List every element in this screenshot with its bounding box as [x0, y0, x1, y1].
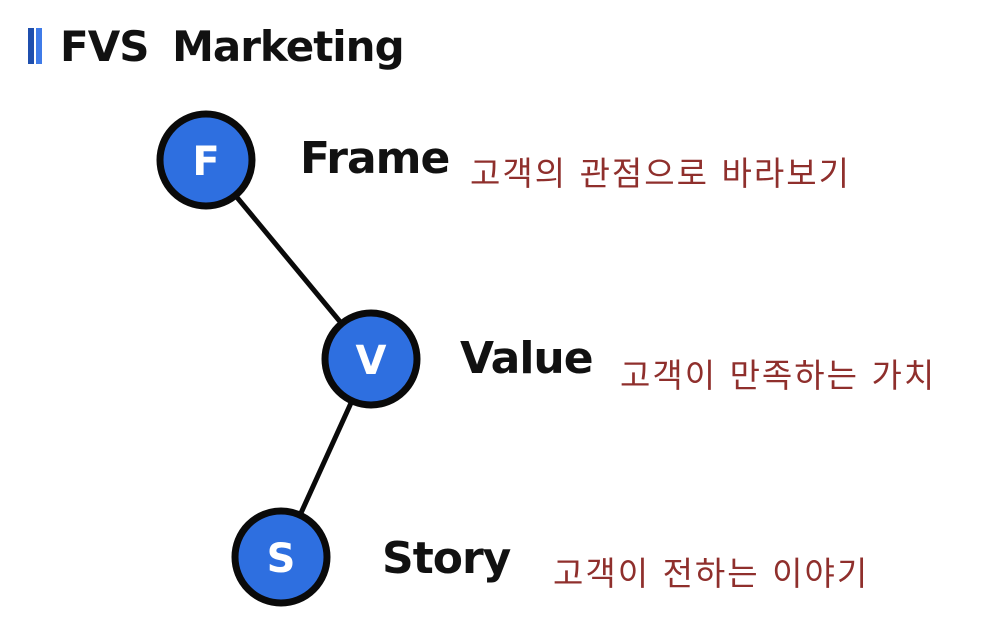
node-frame-letter: F [192, 139, 219, 185]
term-frame: Frame [300, 133, 450, 184]
node-story-letter: S [267, 536, 296, 582]
term-value: Value [460, 333, 594, 384]
node-story-circle [231, 507, 331, 607]
page-title: FVS Marketing [28, 21, 405, 71]
description-story: 고객이 전하는 이야기 [553, 554, 870, 593]
node-value-letter: V [356, 338, 387, 384]
node-story: S [231, 507, 331, 607]
node-frame: F [156, 110, 256, 210]
title-bar-marker-icon [28, 28, 42, 64]
description-frame: 고객의 관점으로 바라보기 [470, 154, 851, 193]
description-value: 고객이 만족하는 가치 [620, 356, 937, 395]
node-frame-circle [156, 110, 256, 210]
node-value: V [321, 309, 421, 409]
page-title-text: FVS Marketing [60, 21, 405, 71]
node-value-circle [321, 309, 421, 409]
term-story: Story [382, 533, 511, 584]
